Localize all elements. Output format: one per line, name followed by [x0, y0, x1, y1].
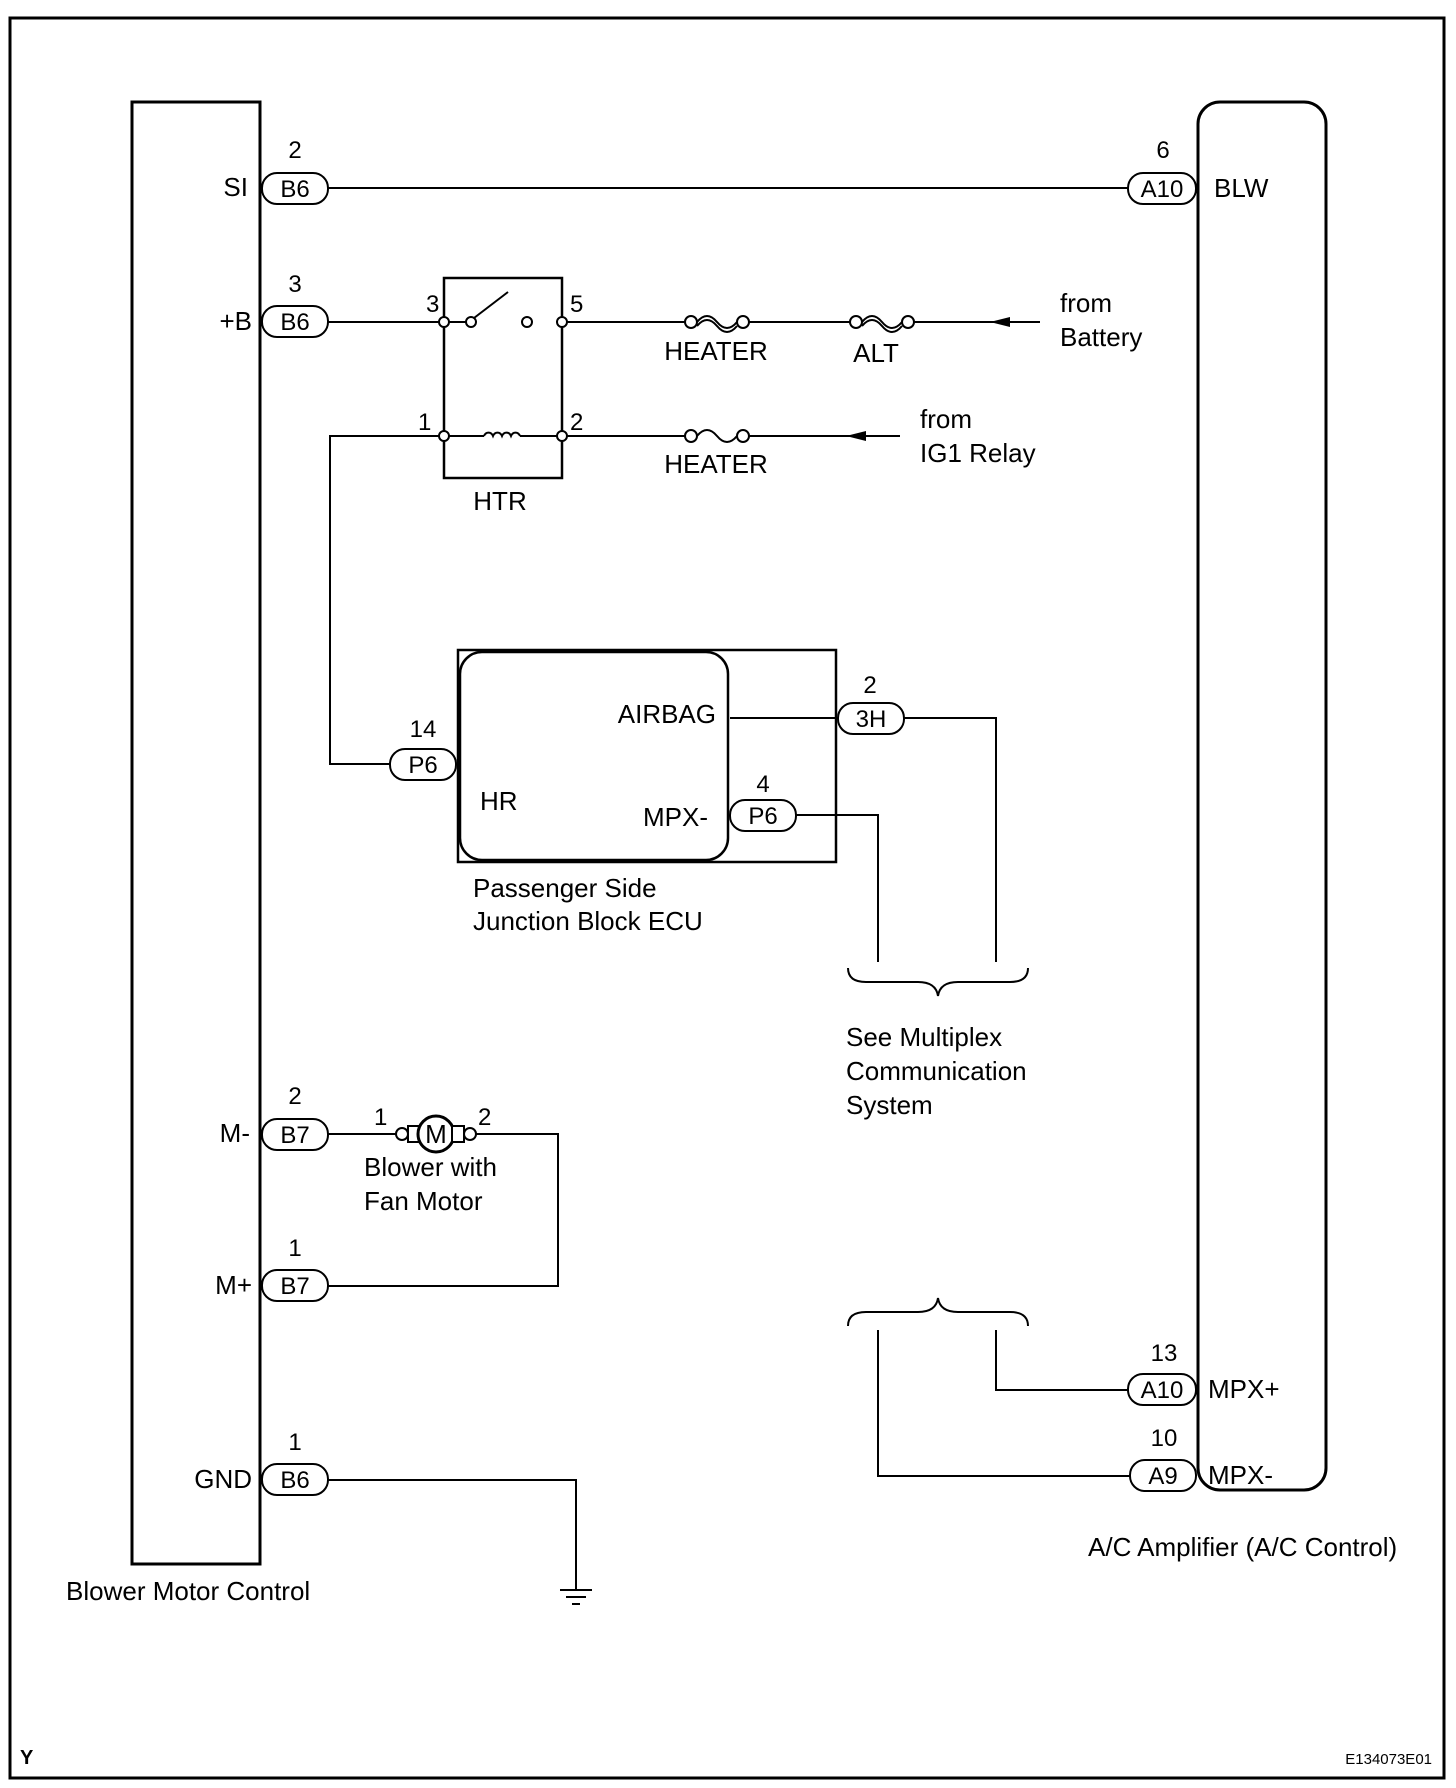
note-line3: System: [846, 1090, 933, 1120]
heater-fuse-1-label: HEATER: [664, 336, 768, 366]
hr-connector: [389, 748, 457, 781]
m-plus-connector: [261, 1269, 329, 1302]
si-terminal: SI 2 B6: [223, 137, 329, 205]
footer-left-code: Y: [20, 1747, 34, 1769]
relay-pin-3: 3: [426, 291, 439, 318]
m-plus-pin: 1: [288, 1235, 301, 1262]
mpx-minus-connector: [1129, 1459, 1197, 1492]
mpx-minus-jb-pin: 4: [756, 771, 769, 798]
mpx-minus-jb-label: MPX-: [643, 802, 708, 832]
mpx-minus-jb-terminal: MPX- 4 P6: [643, 771, 797, 832]
outer-frame: [8, 16, 1446, 1780]
m-minus-name: M-: [220, 1118, 250, 1148]
junction-block-inner: [458, 650, 730, 862]
hr-pin: 14: [410, 716, 437, 743]
plus-b-connector-label: B6: [280, 309, 309, 336]
blw-terminal: 6 A10 BLW: [1127, 137, 1269, 205]
footer-figure-id: E134073E01: [1345, 1751, 1432, 1768]
mpx-minus-connector-label: A9: [1148, 1463, 1177, 1490]
m-plus-name: M+: [215, 1270, 252, 1300]
motor-pin-1: 1: [374, 1104, 387, 1131]
airbag-connector-label: 3H: [856, 706, 887, 733]
plus-b-name: +B: [219, 306, 252, 336]
airbag-pin: 2: [863, 672, 876, 699]
htr-relay-label: HTR: [473, 486, 526, 516]
htr-relay-box: [442, 276, 564, 480]
mpx-plus-connector-label: A10: [1141, 1377, 1184, 1404]
relay-pin-2: 2: [570, 409, 583, 436]
mpx-plus-connector: [1127, 1373, 1197, 1406]
hr-terminal: 14 P6 HR: [389, 716, 518, 816]
mpx-minus-name: MPX-: [1208, 1460, 1273, 1490]
battery-source-line1: from: [1060, 288, 1112, 318]
blower-motor-control-label: Blower Motor Control: [66, 1576, 310, 1606]
gnd-connector-label: B6: [280, 1467, 309, 1494]
mpx-minus-pin: 10: [1151, 1425, 1178, 1452]
ac-amplifier-box: [1196, 100, 1328, 1492]
upper-brace: [847, 967, 1029, 997]
blw-name: BLW: [1214, 173, 1269, 203]
relay-switch: [438, 291, 568, 328]
junction-block-label-line2: Junction Block ECU: [473, 906, 703, 936]
heater-fuse-2-label: HEATER: [664, 449, 768, 479]
junction-block-label-line1: Passenger Side: [473, 873, 657, 903]
blower-fan-motor: 1 2 M Blower with Fan Motor: [364, 1104, 497, 1216]
airbag-terminal: AIRBAG 2 3H: [618, 672, 905, 735]
gnd-name: GND: [194, 1464, 252, 1494]
airbag-label: AIRBAG: [618, 699, 716, 729]
alt-fuse-label: ALT: [853, 338, 899, 368]
mpx-plus-pin: 13: [1151, 1340, 1178, 1367]
ig1-source-line1: from: [920, 404, 972, 434]
ig1-source-line2: IG1 Relay: [920, 438, 1036, 468]
relay-coil: [438, 430, 568, 442]
junction-block-outer: [456, 648, 838, 864]
ground-symbol: [560, 1589, 592, 1605]
hr-connector-label: P6: [408, 752, 437, 779]
ig1-arrow: [846, 431, 866, 441]
relay-pin-1: 1: [418, 409, 431, 436]
si-pin: 2: [288, 137, 301, 164]
blw-connector-label: A10: [1141, 176, 1184, 203]
motor-pin-2: 2: [478, 1104, 491, 1131]
mpx-plus-name: MPX+: [1208, 1374, 1280, 1404]
mpx-minus-terminal: 10 A9 MPX-: [1129, 1425, 1273, 1492]
blw-pin: 6: [1156, 137, 1169, 164]
m-minus-terminal: M- 2 B7: [220, 1083, 329, 1151]
note-line2: Communication: [846, 1056, 1027, 1086]
battery-arrow: [990, 317, 1010, 327]
heater-fuse-2: HEATER: [664, 429, 768, 479]
plus-b-terminal: +B 3 B6: [219, 271, 329, 338]
si-name: SI: [223, 172, 248, 202]
m-minus-pin: 2: [288, 1083, 301, 1110]
si-connector-label: B6: [280, 176, 309, 203]
ac-amplifier-label: A/C Amplifier (A/C Control): [1088, 1532, 1397, 1562]
lower-brace: [847, 1297, 1029, 1327]
m-plus-connector-label: B7: [280, 1273, 309, 1300]
alt-fuse: ALT: [849, 315, 915, 368]
motor-symbol: M: [425, 1119, 447, 1149]
battery-source-line2: Battery: [1060, 322, 1142, 352]
m-minus-connector-label: B7: [280, 1122, 309, 1149]
blw-connector: [1127, 172, 1197, 205]
blower-motor-control-box: [130, 100, 262, 1566]
plus-b-pin: 3: [288, 271, 301, 298]
heater-fuse-1: HEATER: [664, 315, 768, 366]
mpx-plus-terminal: 13 A10 MPX+: [1127, 1340, 1280, 1406]
note-line1: See Multiplex: [846, 1022, 1002, 1052]
m-plus-terminal: M+ 1 B7: [215, 1235, 329, 1302]
hr-label: HR: [480, 786, 518, 816]
blower-fan-label-line2: Fan Motor: [364, 1186, 483, 1216]
blower-fan-label-line1: Blower with: [364, 1152, 497, 1182]
gnd-pin: 1: [288, 1429, 301, 1456]
relay-pin-5: 5: [570, 291, 583, 318]
mpx-minus-jb-connector-label: P6: [748, 803, 777, 830]
gnd-terminal: GND 1 B6: [194, 1429, 329, 1496]
